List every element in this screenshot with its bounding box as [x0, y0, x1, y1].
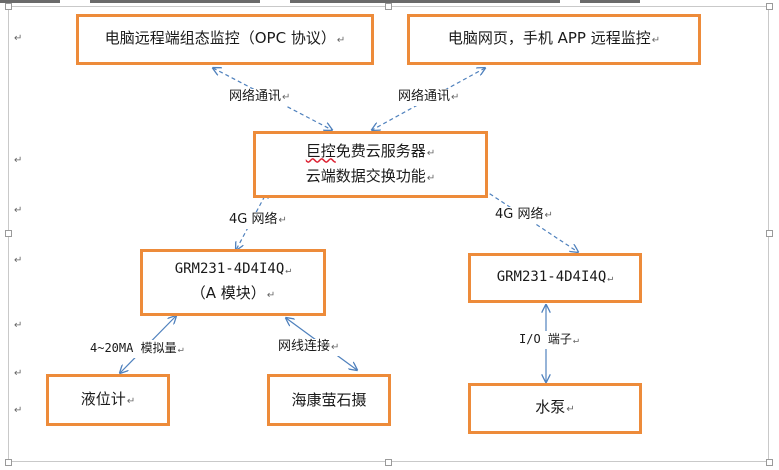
paragraph-mark: ↵	[14, 33, 23, 44]
pc-opc-monitor-box[interactable]: 电脑远程端组态监控（OPC 协议）↵	[76, 14, 374, 65]
network-link-left	[213, 68, 332, 130]
water-pump-label: 水泵	[535, 398, 566, 416]
paragraph-mark: ↵	[14, 368, 23, 379]
grm-module-b-box[interactable]: GRM231-4D4I4Q↵	[468, 253, 642, 303]
paragraph-mark: ↵	[126, 395, 136, 407]
analog-link-label: 4~20MA 模拟量↵	[90, 340, 184, 358]
resize-handle-top-mid[interactable]	[385, 3, 392, 10]
paragraph-mark: ↵	[426, 147, 436, 159]
grm-module-b-model: GRM231-4D4I4Q	[496, 269, 607, 285]
level-meter-box[interactable]: 液位计↵	[46, 374, 170, 426]
paragraph-mark: ↵	[285, 265, 292, 276]
grm-module-a-model: GRM231-4D4I4Q	[174, 261, 285, 277]
resize-handle-bottom-right[interactable]	[766, 459, 773, 466]
grm-module-a-tag: （A 模块）	[190, 284, 266, 302]
hikvision-camera-box[interactable]: 海康萤石摄	[267, 374, 391, 426]
paragraph-mark: ↵	[651, 35, 661, 46]
water-pump-box[interactable]: 水泵↵	[468, 383, 642, 434]
4g-link-left	[236, 190, 268, 250]
cloud-server-box[interactable]: 巨控免费云服务器↵ 云端数据交换功能↵	[253, 131, 488, 198]
paragraph-mark: ↵	[266, 290, 276, 301]
network-link-right-label: 网络通讯↵	[398, 89, 460, 106]
resize-handle-bottom-left[interactable]	[5, 459, 12, 466]
network-link-left-label: 网络通讯↵	[229, 89, 291, 106]
cloud-exchange-label: 云端数据交换功能	[305, 166, 426, 185]
resize-handle-top-right[interactable]	[766, 3, 773, 10]
paragraph-mark: ↵	[566, 404, 575, 415]
io-link-label: I/O 端子↵	[519, 331, 579, 349]
paragraph-mark: ↵	[426, 172, 436, 184]
paragraph-mark: ↵	[336, 35, 346, 46]
brand-name: 巨控	[305, 141, 336, 160]
cloud-server-label: 免费云服务器	[335, 141, 426, 160]
paragraph-mark: ↵	[14, 155, 23, 166]
pc-web-app-monitor-box[interactable]: 电脑网页，手机 APP 远程监控↵	[407, 14, 701, 65]
level-meter-label: 液位计	[80, 389, 126, 408]
grm-module-a-box[interactable]: GRM231-4D4I4Q↵ （A 模块）↵	[140, 249, 326, 316]
pc-web-app-monitor-label: 电脑网页，手机 APP 远程监控	[447, 29, 651, 47]
paragraph-mark: ↵	[14, 405, 23, 416]
resize-handle-bottom-mid[interactable]	[385, 459, 392, 466]
paragraph-mark: ↵	[607, 273, 614, 284]
paragraph-mark: ↵	[14, 205, 23, 216]
pc-opc-monitor-label: 电脑远程端组态监控（OPC 协议）	[104, 29, 336, 47]
resize-handle-top-left[interactable]	[5, 3, 12, 10]
paragraph-mark: ↵	[14, 255, 23, 266]
resize-handle-mid-right[interactable]	[766, 230, 773, 237]
ethernet-link-label: 网线连接↵	[278, 339, 340, 356]
hikvision-camera-label: 海康萤石摄	[291, 391, 367, 409]
resize-handle-mid-left[interactable]	[5, 230, 12, 237]
4g-link-left-label: 4G 网络↵	[229, 212, 287, 229]
top-text-strip	[0, 0, 779, 3]
paragraph-mark: ↵	[14, 320, 23, 331]
4g-link-right-label: 4G 网络↵	[495, 207, 553, 224]
